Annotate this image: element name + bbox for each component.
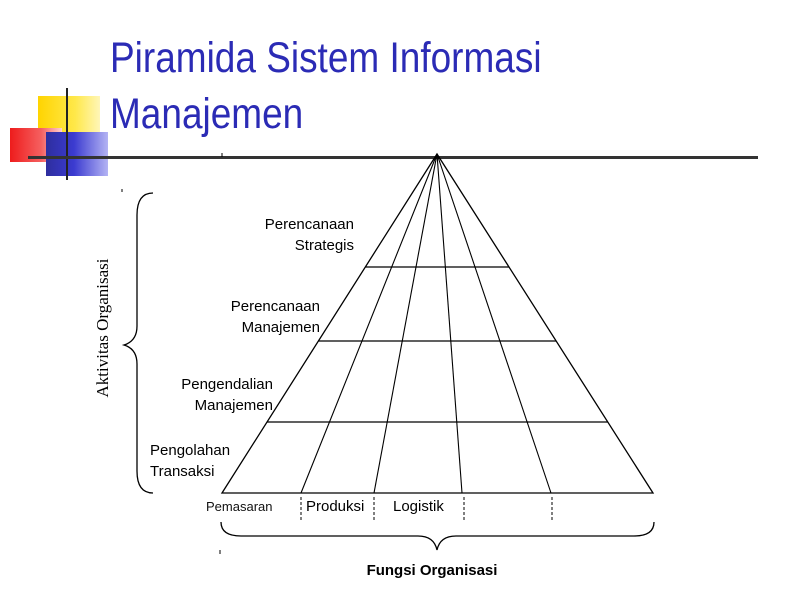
vertical-axis-label: Aktivitas Organisasi xyxy=(93,258,112,398)
slide-title-line-1: Piramida Sistem Informasi xyxy=(110,34,542,82)
level-label-strategic-planning: Perencanaan Strategis xyxy=(265,214,354,256)
level-label-4-line-2: Transaksi xyxy=(150,463,215,480)
level-label-1-line-1: Perencanaan xyxy=(264,216,354,233)
level-label-1-line-2: Strategis xyxy=(294,237,354,254)
level-label-management-control: Pengendalian Manajemen xyxy=(181,374,273,416)
function-label-marketing: Pemasaran xyxy=(206,499,273,514)
level-label-3-line-2: Manajemen xyxy=(194,397,273,414)
level-label-2-line-1: Perencanaan xyxy=(230,298,320,315)
function-divider-2 xyxy=(373,153,438,494)
function-label-production: Produksi xyxy=(306,498,365,515)
function-divider-1 xyxy=(300,153,438,494)
decor-vertical-line xyxy=(66,88,68,180)
level-label-4-line-1: Pengolahan xyxy=(150,442,231,459)
pyramid-outline xyxy=(220,152,655,494)
slide-title-line-2: Manajemen xyxy=(110,90,304,138)
horizontal-brace xyxy=(220,521,655,551)
horizontal-axis-label: Fungsi Organisasi xyxy=(366,562,498,579)
level-label-management-planning: Perencanaan Manajemen xyxy=(231,296,320,338)
function-divider-4 xyxy=(436,153,552,494)
decor-blue-block xyxy=(46,132,108,176)
level-label-2-line-2: Manajemen xyxy=(241,319,320,336)
function-divider-3 xyxy=(436,153,463,494)
level-label-3-line-1: Pengendalian xyxy=(181,376,273,393)
title-underline xyxy=(28,156,758,159)
function-label-logistics: Logistik xyxy=(393,498,444,515)
level-label-transaction-processing: Pengolahan Transaksi xyxy=(150,440,230,482)
slide-title: Piramida Sistem Informasi Manajemen xyxy=(110,30,592,142)
vertical-brace xyxy=(121,192,154,494)
